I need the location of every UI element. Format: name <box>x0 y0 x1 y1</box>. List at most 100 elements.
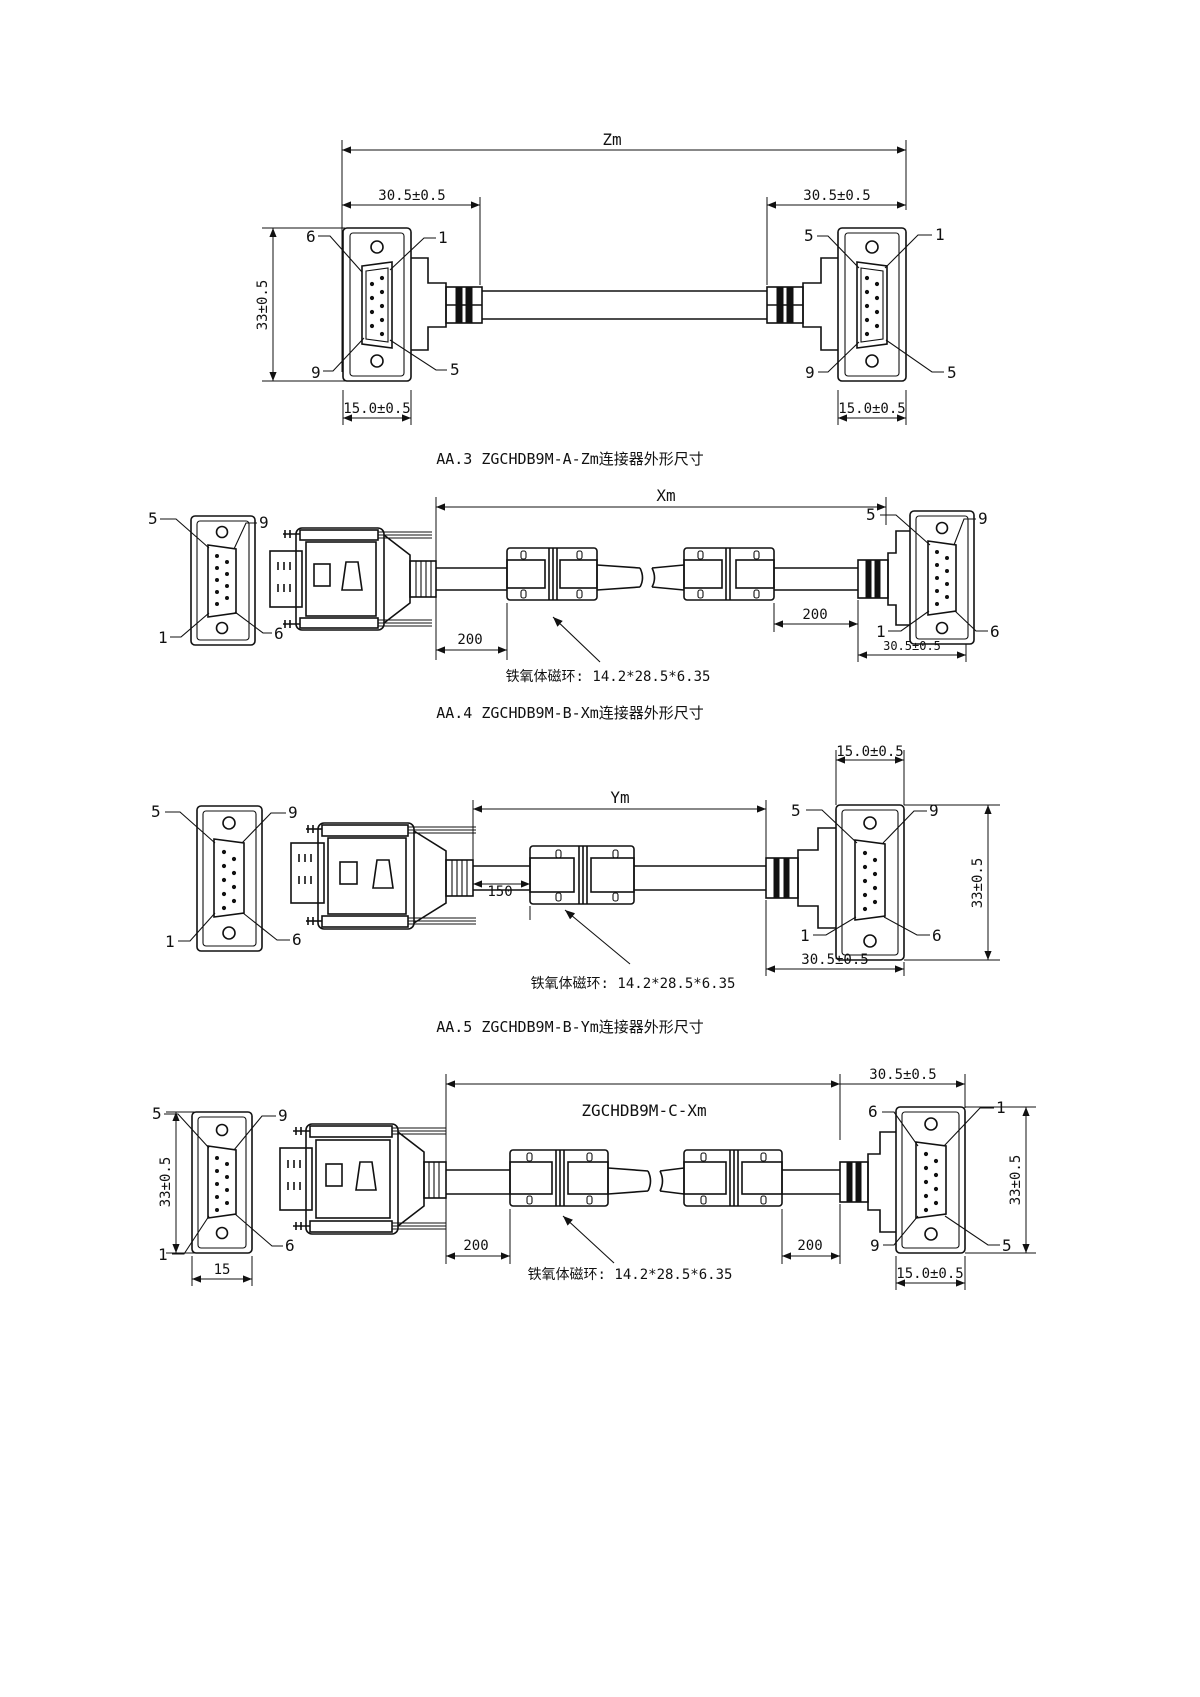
left-plug-side-view <box>269 527 437 631</box>
right-width-label: 30.5±0.5 <box>883 639 941 653</box>
left-offset-label: 200 <box>457 632 482 648</box>
pin-leader <box>233 1115 276 1151</box>
length-label: Xm <box>656 486 675 505</box>
pin-label-right-top-right: 9 <box>978 509 988 528</box>
ferrite-core-left <box>509 1149 609 1207</box>
cable-break <box>639 567 644 588</box>
left-db9-front-view <box>190 515 256 646</box>
right-offset-label: 200 <box>797 1238 822 1254</box>
left-offset-label: 200 <box>463 1238 488 1254</box>
figure-caption: AA.5 ZGCHDB9M-B-Ym连接器外形尺寸 <box>436 1018 704 1036</box>
pin-leader <box>160 518 210 549</box>
ferrite-core-right <box>683 547 775 601</box>
cable-break <box>647 1170 652 1192</box>
pin-label-left-bottom-right: 6 <box>292 930 302 949</box>
pin-label-left-top-right: 9 <box>288 803 298 822</box>
pin-label-left-bottom-left: 1 <box>165 932 175 951</box>
pin-leader <box>884 234 932 269</box>
pin-leader <box>172 1215 210 1255</box>
pin-label-right-top-right: 9 <box>929 801 939 820</box>
ferrite-core <box>529 845 635 905</box>
ferrite-note: 铁氧体磁环: 14.2*28.5*6.35 <box>528 1267 733 1283</box>
pin-label-left-top-right: 1 <box>438 228 448 247</box>
ferrite-note: 铁氧体磁环: 14.2*28.5*6.35 <box>506 669 711 685</box>
length-label: Ym <box>610 788 629 807</box>
pin-label-right-top-left: 5 <box>866 505 876 524</box>
pin-label-right-top-left: 5 <box>804 226 814 245</box>
pin-label-right-bottom-right: 6 <box>932 926 942 945</box>
pin-leader <box>178 912 216 942</box>
left-db9-front-view <box>191 1111 253 1254</box>
left-db9-connector <box>342 227 412 382</box>
pin-label-left-bottom-left: 1 <box>158 1245 168 1264</box>
length-label: ZGCHDB9M-C-Xm <box>581 1101 706 1120</box>
figure-c-xm: ZGCHDB9M-C-Xm 30.5±0.5 33±0.5 5 9 1 <box>152 1067 1036 1290</box>
left-height-label: 33±0.5 <box>158 1157 174 1208</box>
pin-label-right-top-right: 1 <box>935 225 945 244</box>
left-db9-front-view <box>196 805 263 952</box>
right-db9-connector <box>839 1106 966 1254</box>
right-height-label: 33±0.5 <box>970 858 986 909</box>
right-width-label: 30.5±0.5 <box>801 952 868 968</box>
pin-leader <box>817 235 860 269</box>
pin-leader <box>241 812 286 844</box>
pin-label-left-bottom-left: 9 <box>311 363 321 382</box>
left-plug-side-view <box>279 1123 447 1235</box>
pin-label-left-top-left: 5 <box>152 1104 162 1123</box>
pin-leader <box>883 1215 919 1246</box>
pin-label-left-bottom-right: 6 <box>285 1236 295 1255</box>
pin-label-left-top-right: 9 <box>278 1106 288 1125</box>
pin-label-right-bottom-right: 6 <box>990 622 1000 641</box>
figure-caption: AA.4 ZGCHDB9M-B-Xm连接器外形尺寸 <box>436 704 704 722</box>
pin-label-right-bottom-left: 9 <box>805 363 815 382</box>
figure-caption: AA.3 ZGCHDB9M-A-Zm连接器外形尺寸 <box>436 450 704 468</box>
pin-leader <box>880 514 931 546</box>
ferrite-core-left <box>506 547 598 601</box>
right-depth-label: 15.0±0.5 <box>836 744 903 760</box>
pin-leader <box>944 1215 1000 1246</box>
right-width-label: 30.5±0.5 <box>803 188 870 204</box>
right-depth-label: 15.0±0.5 <box>838 401 905 417</box>
right-backshell <box>766 257 838 351</box>
pin-leader <box>806 809 858 844</box>
right-width-label: 30.5±0.5 <box>869 1067 936 1083</box>
left-width-label: 30.5±0.5 <box>378 188 445 204</box>
pin-leader <box>813 916 857 936</box>
pin-label-right-bottom-left: 1 <box>876 622 886 641</box>
pin-leader <box>234 611 272 634</box>
right-db9-connector <box>837 227 907 382</box>
pin-leader <box>885 339 944 373</box>
left-depth-label: 15.0±0.5 <box>343 401 410 417</box>
pin-leader <box>954 610 988 632</box>
pin-leader <box>242 912 290 941</box>
pin-leader <box>882 1111 919 1147</box>
pin-label-right-bottom-right: 5 <box>947 363 957 382</box>
left-width-label: 15 <box>214 1262 231 1278</box>
pin-leader <box>318 235 363 273</box>
pin-label-right-top-left: 5 <box>791 801 801 820</box>
right-offset-label: 200 <box>802 607 827 623</box>
ferrite-leader <box>564 909 631 965</box>
pin-label-left-top-left: 6 <box>306 227 316 246</box>
pin-leader <box>323 337 365 372</box>
pin-label-left-top-left: 5 <box>151 802 161 821</box>
pin-leader <box>170 612 210 638</box>
pin-label-right-bottom-right: 5 <box>1002 1236 1012 1255</box>
left-backshell <box>411 257 483 351</box>
length-label: Zm <box>602 130 621 149</box>
right-db9-connector <box>857 510 975 645</box>
pin-label-right-bottom-left: 9 <box>870 1236 880 1255</box>
pin-leader <box>943 1107 994 1147</box>
pin-label-left-bottom-right: 5 <box>450 360 460 379</box>
right-db9-connector <box>765 804 905 961</box>
ferrite-core-right <box>683 1149 783 1207</box>
pin-leader <box>888 610 930 632</box>
left-plug-side-view <box>290 822 476 930</box>
ferrite-leader <box>562 1215 615 1264</box>
pin-leader <box>953 518 976 546</box>
figure-aa5: Ym 15.0±0.5 5 9 1 6 <box>151 744 1000 1036</box>
pin-leader <box>882 810 927 844</box>
pin-leader <box>234 1213 283 1247</box>
pin-leader <box>883 916 930 936</box>
